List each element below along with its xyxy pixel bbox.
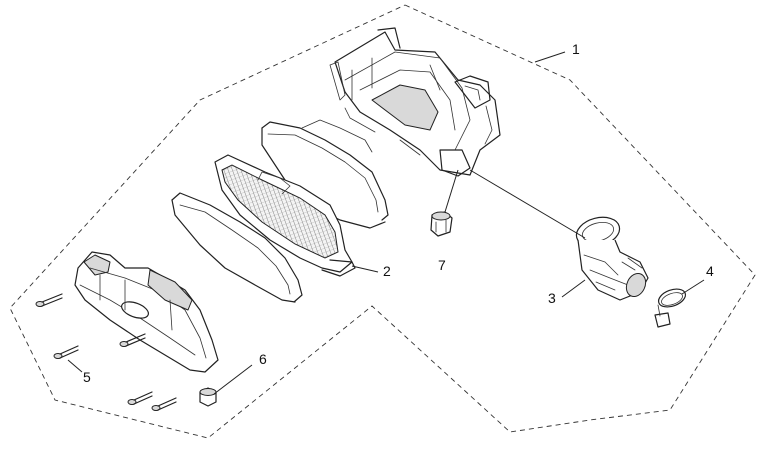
drain-plug [430,211,453,237]
lower-gasket [171,192,303,303]
airbox-upper-housing [329,27,501,177]
callout-labels: 1 2 3 4 5 6 7 [83,41,714,385]
airbox-lower-housing [74,251,219,373]
callout-1: 1 [572,41,580,57]
screw-set [35,293,177,411]
intake-duct [575,216,649,301]
air-filter-element [214,154,356,277]
drain-cap [199,387,217,407]
screw [119,333,146,347]
callout-2: 2 [383,263,391,279]
callout-5: 5 [83,369,91,385]
leader-lines [67,51,705,395]
hose-clamp [654,288,687,328]
screw [127,391,153,405]
callout-3: 3 [548,290,556,306]
callout-7: 7 [438,257,446,273]
screw [35,293,63,307]
screw [151,397,177,411]
screw [53,345,79,359]
assembly-boundary [9,4,756,439]
callout-6: 6 [259,351,267,367]
callout-4: 4 [706,263,714,279]
